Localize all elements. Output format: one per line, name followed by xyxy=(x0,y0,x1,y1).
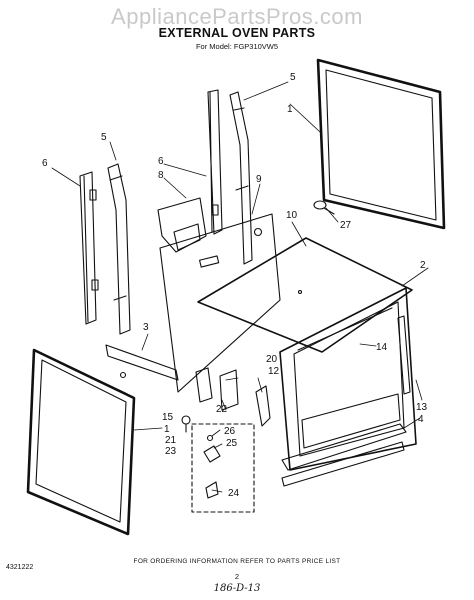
callout-23: 23 xyxy=(165,446,177,457)
callout-1-bottom: 1 xyxy=(164,424,170,435)
callout-21: 21 xyxy=(165,435,177,446)
callout-25: 25 xyxy=(226,438,238,449)
side-rail-center-part-6 xyxy=(207,89,223,235)
callout-20: 20 xyxy=(266,354,278,365)
callout-12: 12 xyxy=(268,366,280,377)
door-frame-part-11 xyxy=(26,348,136,536)
leader-lines xyxy=(51,81,429,493)
callout-22: 22 xyxy=(216,404,228,415)
ordering-note: FOR ORDERING INFORMATION REFER TO PARTS … xyxy=(133,558,341,565)
top-panel-part-10 xyxy=(197,237,413,353)
callout-9: 9 xyxy=(256,174,262,185)
callout-5-right: 5 xyxy=(290,72,296,83)
document-code: 4321222 xyxy=(6,564,34,571)
side-rail-left-part-6 xyxy=(79,171,99,325)
hinge-parts-12-20-22 xyxy=(195,367,271,427)
door-frame-part-1 xyxy=(316,58,446,230)
callout-4: 4 xyxy=(418,414,424,425)
callout-14: 14 xyxy=(376,342,388,353)
callout-26: 26 xyxy=(224,426,236,437)
model-label: For Model: FGP310VW5 xyxy=(195,42,279,51)
bottom-rail-part-3 xyxy=(105,344,179,381)
callout-13: 13 xyxy=(416,402,428,413)
callout-2: 2 xyxy=(420,260,426,271)
page-number: 2 xyxy=(234,572,240,581)
kick-panel-part-4 xyxy=(281,423,407,487)
callout-6-left: 6 xyxy=(42,158,48,169)
callout-1-top: 1 xyxy=(287,104,293,115)
side-rail-left-part-5 xyxy=(107,163,131,335)
screw-part-21 xyxy=(181,415,191,433)
watermark: AppliancePartsPros.com xyxy=(111,4,363,29)
callout-10: 10 xyxy=(286,210,298,221)
door-glass-part-14 xyxy=(297,307,393,351)
side-rail-right-part-5 xyxy=(229,91,253,265)
callout-3: 3 xyxy=(143,322,149,333)
handwritten-code: 186-D-13 xyxy=(213,583,261,594)
callout-5-left: 5 xyxy=(101,132,107,143)
back-panel-part-9 xyxy=(159,213,281,393)
page-title: EXTERNAL OVEN PARTS xyxy=(158,26,316,40)
callout-27: 27 xyxy=(340,220,352,231)
vent-bracket-part-8 xyxy=(157,197,207,253)
hardware-kit-part-23 xyxy=(191,423,255,513)
callout-6-center: 6 xyxy=(158,156,164,167)
callout-8: 8 xyxy=(158,170,164,181)
side-trim-part-13 xyxy=(397,315,411,395)
callout-15: 15 xyxy=(162,412,174,423)
callout-24: 24 xyxy=(228,488,240,499)
oven-front-part-2 xyxy=(279,287,417,471)
screw-part-15 xyxy=(119,371,127,379)
